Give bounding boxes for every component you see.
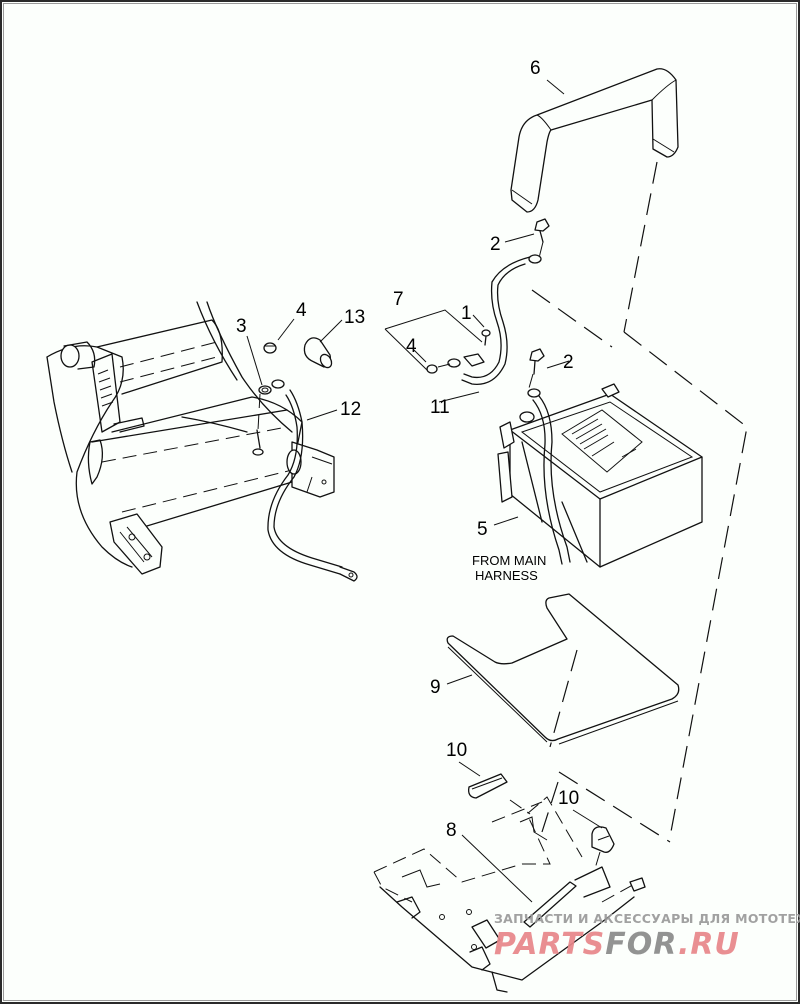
callout-7: 7 [393, 289, 404, 310]
screw-kit [481, 329, 491, 346]
callout-labels: 6 2 2 1 7 4 11 3 4 13 12 5 9 10 10 8 [236, 58, 579, 841]
callout-1: 1 [461, 303, 472, 324]
alignment-lines [509, 161, 748, 873]
harness-cable [527, 388, 571, 565]
negative-cable [267, 379, 358, 582]
battery-tray [373, 796, 646, 993]
watermark-brand: PARTSFOR.RU [494, 927, 740, 962]
battery-pad [446, 593, 680, 745]
watermark-brand-parts: PARTS [494, 927, 605, 962]
watermark-brand-for: FOR [605, 927, 678, 962]
callout-10-right: 10 [558, 788, 579, 809]
watermark: ЗАПЧАСТИ И АКСЕССУАРЫ ДЛЯ МОТОТЕХНИКИ PA… [494, 911, 800, 962]
washer-and-nut-frame [258, 342, 277, 395]
leader-lines [246, 79, 603, 903]
battery-strap [510, 68, 679, 213]
kit-bracket-lines [384, 309, 483, 371]
callout-13: 13 [344, 307, 365, 328]
callout-6: 6 [530, 58, 541, 79]
screw-strap [534, 218, 550, 263]
callout-2-strap: 2 [490, 234, 501, 255]
terminal-boot [303, 337, 333, 369]
callout-11: 11 [430, 397, 450, 418]
battery [497, 383, 703, 568]
harness-note: FROM MAIN HARNESS [472, 553, 546, 583]
callout-4-kit: 4 [406, 336, 417, 357]
strap-clip-right [591, 826, 615, 853]
callout-2-terminal: 2 [563, 352, 574, 373]
callout-4-frame: 4 [296, 300, 307, 321]
positive-cable [426, 254, 542, 385]
watermark-brand-ru: .RU [678, 927, 740, 962]
watermark-tagline: ЗАПЧАСТИ И АКСЕССУАРЫ ДЛЯ МОТОТЕХНИКИ [494, 911, 800, 926]
frame-crossmember [46, 301, 335, 575]
harness-note-line1: FROM MAIN [472, 553, 546, 568]
callout-8: 8 [446, 820, 457, 841]
callout-5: 5 [477, 519, 488, 540]
callout-9: 9 [430, 677, 441, 698]
callout-3: 3 [236, 316, 247, 337]
harness-note-line2: HARNESS [475, 568, 538, 583]
callout-12: 12 [340, 399, 361, 420]
strap-clip-left [468, 773, 508, 799]
callout-10-left: 10 [446, 740, 467, 761]
screw-terminal [528, 348, 545, 389]
